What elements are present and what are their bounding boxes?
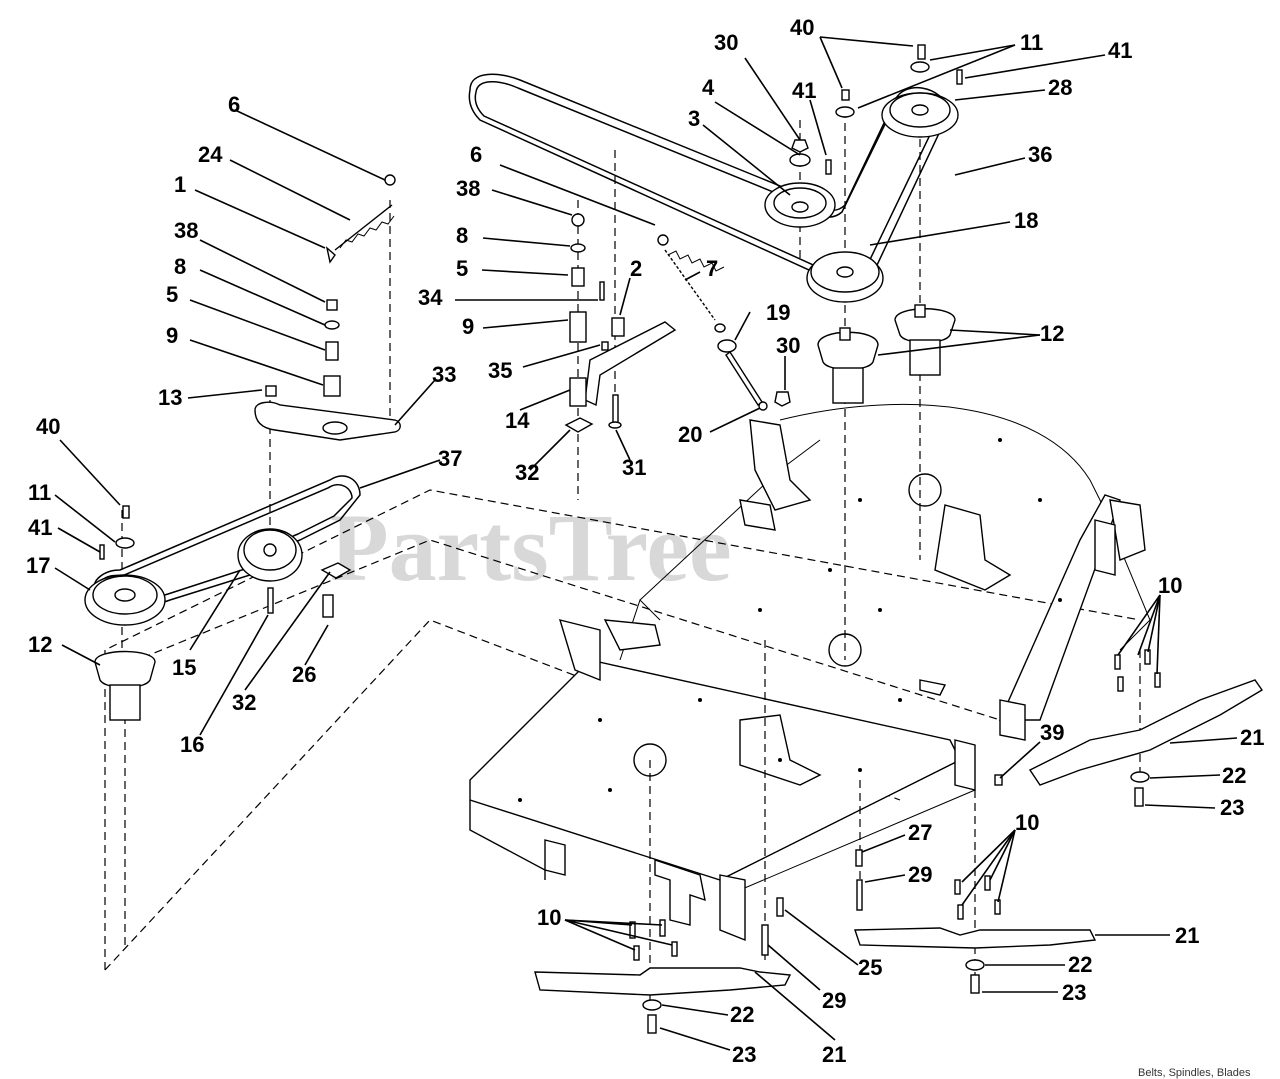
callout-17: 17 — [26, 553, 50, 578]
callout-33: 33 — [432, 362, 456, 387]
callout-23-right: 23 — [1220, 795, 1244, 820]
callout-3: 3 — [688, 106, 700, 131]
blade-21-far — [1028, 679, 1264, 807]
callout-41-left: 41 — [28, 515, 52, 540]
pulley-17 — [84, 574, 166, 626]
spring-7 — [657, 234, 726, 333]
bolt-19 — [717, 339, 791, 411]
callout-12-upper: 12 — [1040, 321, 1064, 346]
callout-9-center: 9 — [462, 314, 474, 339]
callout-28: 28 — [1048, 75, 1072, 100]
spindle-housing-12-left — [94, 650, 156, 721]
callout-36: 36 — [1028, 142, 1052, 167]
watermark: PartsTree — [330, 494, 732, 601]
callout-10-right: 10 — [1158, 573, 1182, 598]
callout-41-top: 41 — [1108, 38, 1132, 63]
spindle-housing-12-right — [894, 304, 956, 376]
callout-11-top: 11 — [1020, 30, 1043, 55]
callout-23-lower: 23 — [732, 1042, 756, 1067]
callout-12-left: 12 — [28, 632, 52, 657]
callout-8-left: 8 — [174, 254, 186, 279]
callout-2: 2 — [630, 256, 642, 281]
idler-arm-center — [564, 213, 677, 433]
callout-numbers: 40 11 41 30 4 41 28 3 36 6 38 18 8 5 2 7… — [26, 15, 1264, 1067]
spindle-housing-12-center — [817, 327, 879, 404]
washer-4 — [789, 139, 811, 167]
callout-21-lower: 21 — [822, 1042, 846, 1067]
callout-6-center: 6 — [470, 142, 482, 167]
callout-38-left: 38 — [174, 218, 198, 243]
callout-10-mid: 10 — [1015, 810, 1039, 835]
deck-plate — [469, 419, 1146, 942]
callout-26: 26 — [292, 662, 316, 687]
callout-6-left: 6 — [228, 92, 240, 117]
callout-18: 18 — [1014, 208, 1038, 233]
blade-21-right — [854, 927, 1097, 994]
callout-1: 1 — [174, 172, 186, 197]
bolt-40-upper — [835, 44, 930, 118]
callout-14: 14 — [505, 408, 530, 433]
callout-40-top: 40 — [790, 15, 814, 40]
callout-41-mid: 41 — [792, 78, 816, 103]
key-41-upper — [825, 69, 963, 175]
callout-31: 31 — [622, 455, 646, 480]
callout-22-right: 22 — [1222, 763, 1246, 788]
callout-40-left: 40 — [36, 414, 60, 439]
pulley-28 — [881, 92, 959, 138]
blade-21-lower — [534, 967, 792, 1034]
callout-9-left: 9 — [166, 323, 178, 348]
leader-lines — [54, 36, 1238, 1051]
callout-5-left: 5 — [166, 282, 178, 307]
callout-35: 35 — [488, 358, 512, 383]
callout-23-mid: 23 — [1062, 980, 1086, 1005]
diagram-caption: Belts, Spindles, Blades — [1138, 1067, 1251, 1079]
spring-24 — [325, 174, 396, 264]
callout-16: 16 — [180, 732, 204, 757]
callout-30-top: 30 — [714, 30, 738, 55]
bolts-10 — [629, 649, 1161, 961]
callout-11-left: 11 — [28, 480, 51, 505]
callout-22-mid: 22 — [1068, 952, 1092, 977]
callout-15: 15 — [172, 655, 196, 680]
pulley-18 — [806, 251, 884, 303]
callout-24: 24 — [198, 142, 223, 167]
idler-arm-33 — [254, 299, 401, 441]
idler-pulley-15 — [237, 528, 303, 614]
callout-7: 7 — [706, 256, 718, 281]
callout-27: 27 — [908, 820, 932, 845]
callout-22-lower: 22 — [730, 1002, 754, 1027]
callout-21-right: 21 — [1240, 725, 1264, 750]
callout-29-mid: 29 — [908, 862, 932, 887]
callout-20: 20 — [678, 422, 702, 447]
upper-belt-36 — [468, 73, 951, 285]
callout-34: 34 — [418, 285, 443, 310]
callout-29-lower: 29 — [822, 988, 846, 1013]
callout-39: 39 — [1040, 720, 1064, 745]
callout-32-left: 32 — [232, 690, 256, 715]
callout-19: 19 — [766, 300, 790, 325]
callout-37: 37 — [438, 446, 462, 471]
callout-38-center: 38 — [456, 176, 480, 201]
callout-21-mid: 21 — [1175, 923, 1199, 948]
callout-25: 25 — [858, 955, 882, 980]
callout-30-mid: 30 — [776, 333, 800, 358]
callout-4: 4 — [702, 75, 715, 100]
callout-32-center: 32 — [515, 460, 539, 485]
callout-13: 13 — [158, 385, 182, 410]
callout-10-left: 10 — [537, 905, 561, 930]
callout-8-center: 8 — [456, 223, 468, 248]
callout-5-center: 5 — [456, 256, 468, 281]
pulley-3 — [764, 182, 836, 228]
